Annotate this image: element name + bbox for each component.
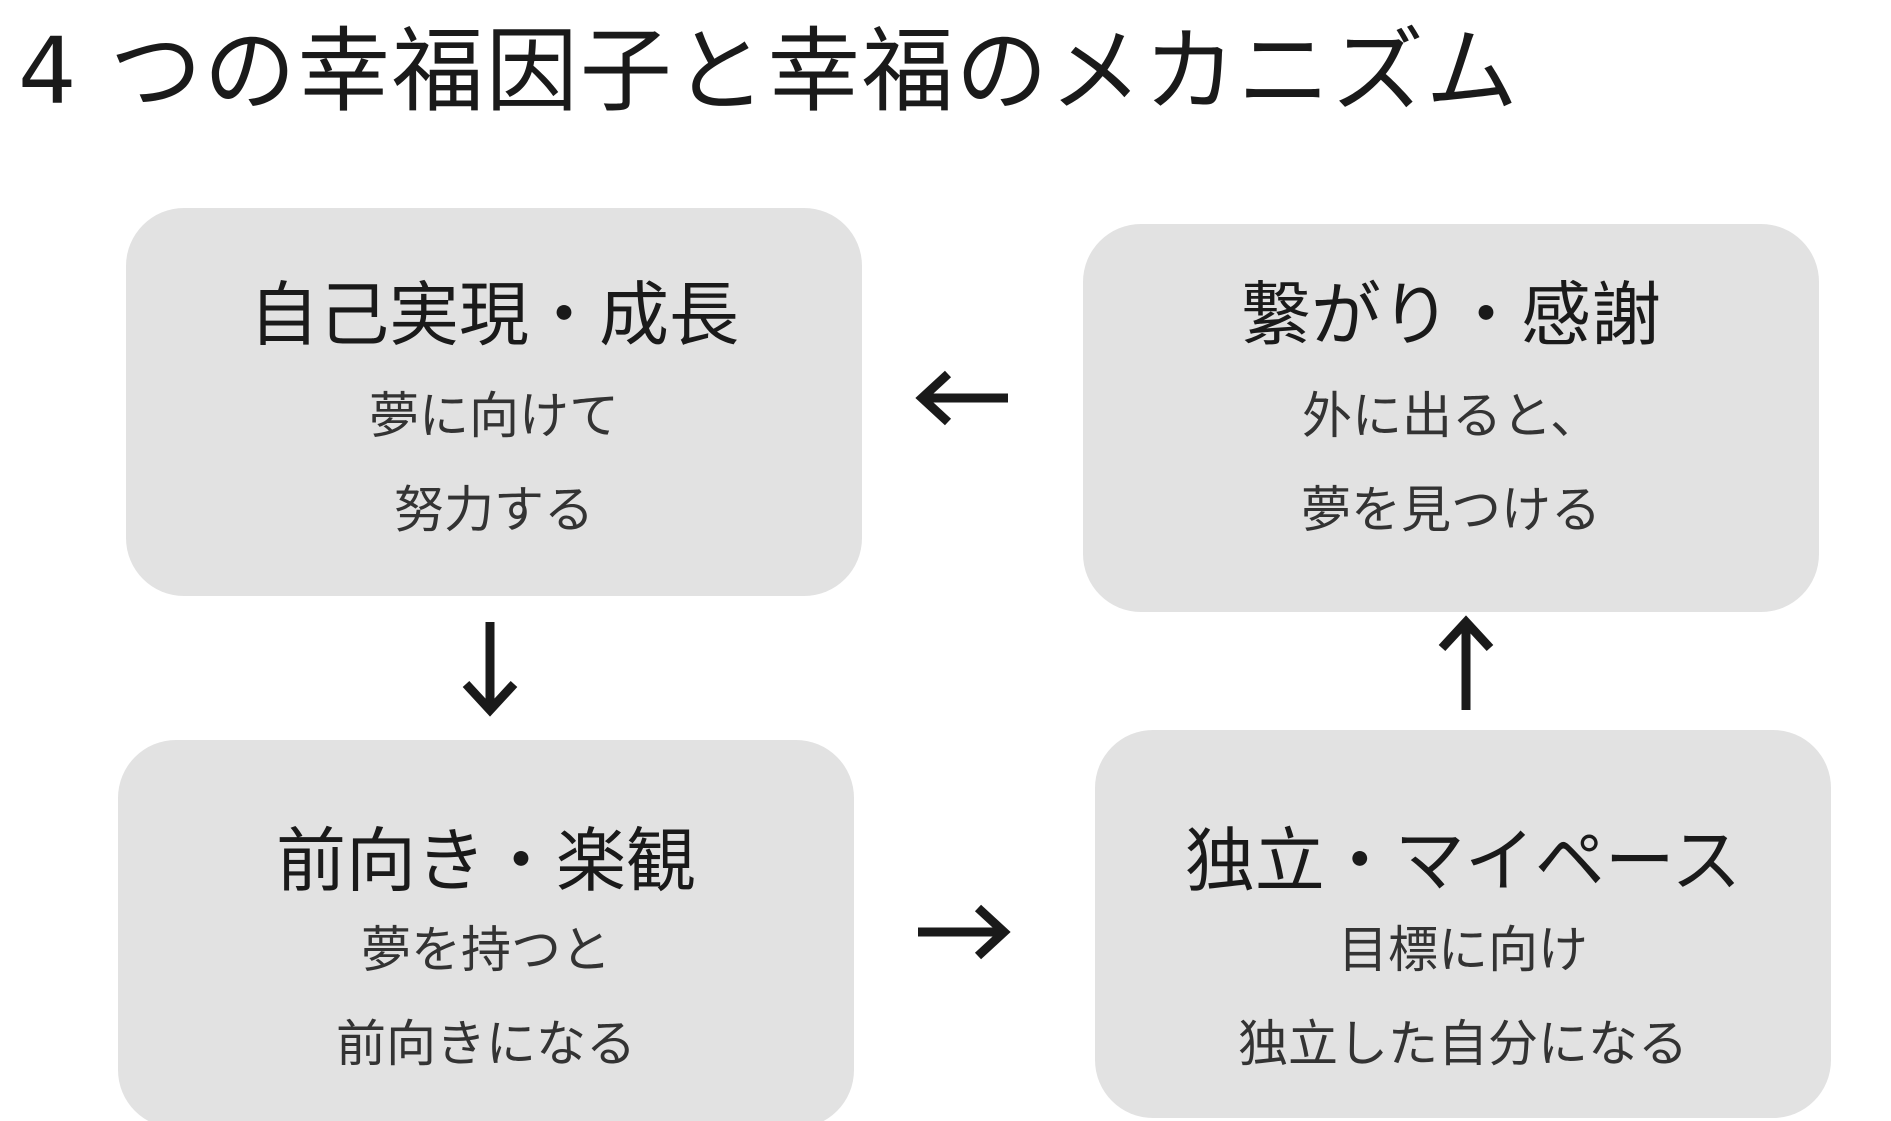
box-line: 独立した自分になる (1238, 1015, 1688, 1073)
box-heading: 繋がり・感謝 (1241, 274, 1661, 356)
arrow-up-icon (1434, 612, 1498, 712)
box-optimism: 前向き・楽観 夢を持つと 前向きになる (118, 740, 854, 1121)
box-line: 夢を見つける (1301, 481, 1601, 539)
box-line: 努力する (394, 481, 594, 539)
box-heading: 前向き・楽観 (276, 820, 696, 902)
arrow-down-icon (458, 620, 522, 720)
box-independence: 独立・マイペース 目標に向け 独立した自分になる (1095, 730, 1831, 1118)
box-heading: 独立・マイペース (1184, 820, 1742, 902)
box-connection: 繋がり・感謝 外に出ると、 夢を見つける (1083, 224, 1819, 612)
box-line: 前向きになる (336, 1015, 636, 1073)
arrow-left-icon (912, 368, 1012, 428)
arrow-right-icon (914, 902, 1014, 962)
box-self-realization: 自己実現・成長 夢に向けて 努力する (126, 208, 862, 596)
box-line: 外に出ると、 (1302, 387, 1600, 445)
box-heading: 自己実現・成長 (249, 274, 739, 356)
box-line: 夢を持つと (361, 921, 611, 979)
box-line: 夢に向けて (369, 387, 619, 445)
page-title: 4 つの幸福因子と幸福のメカニズム (18, 18, 1520, 125)
box-line: 目標に向け (1338, 921, 1588, 979)
